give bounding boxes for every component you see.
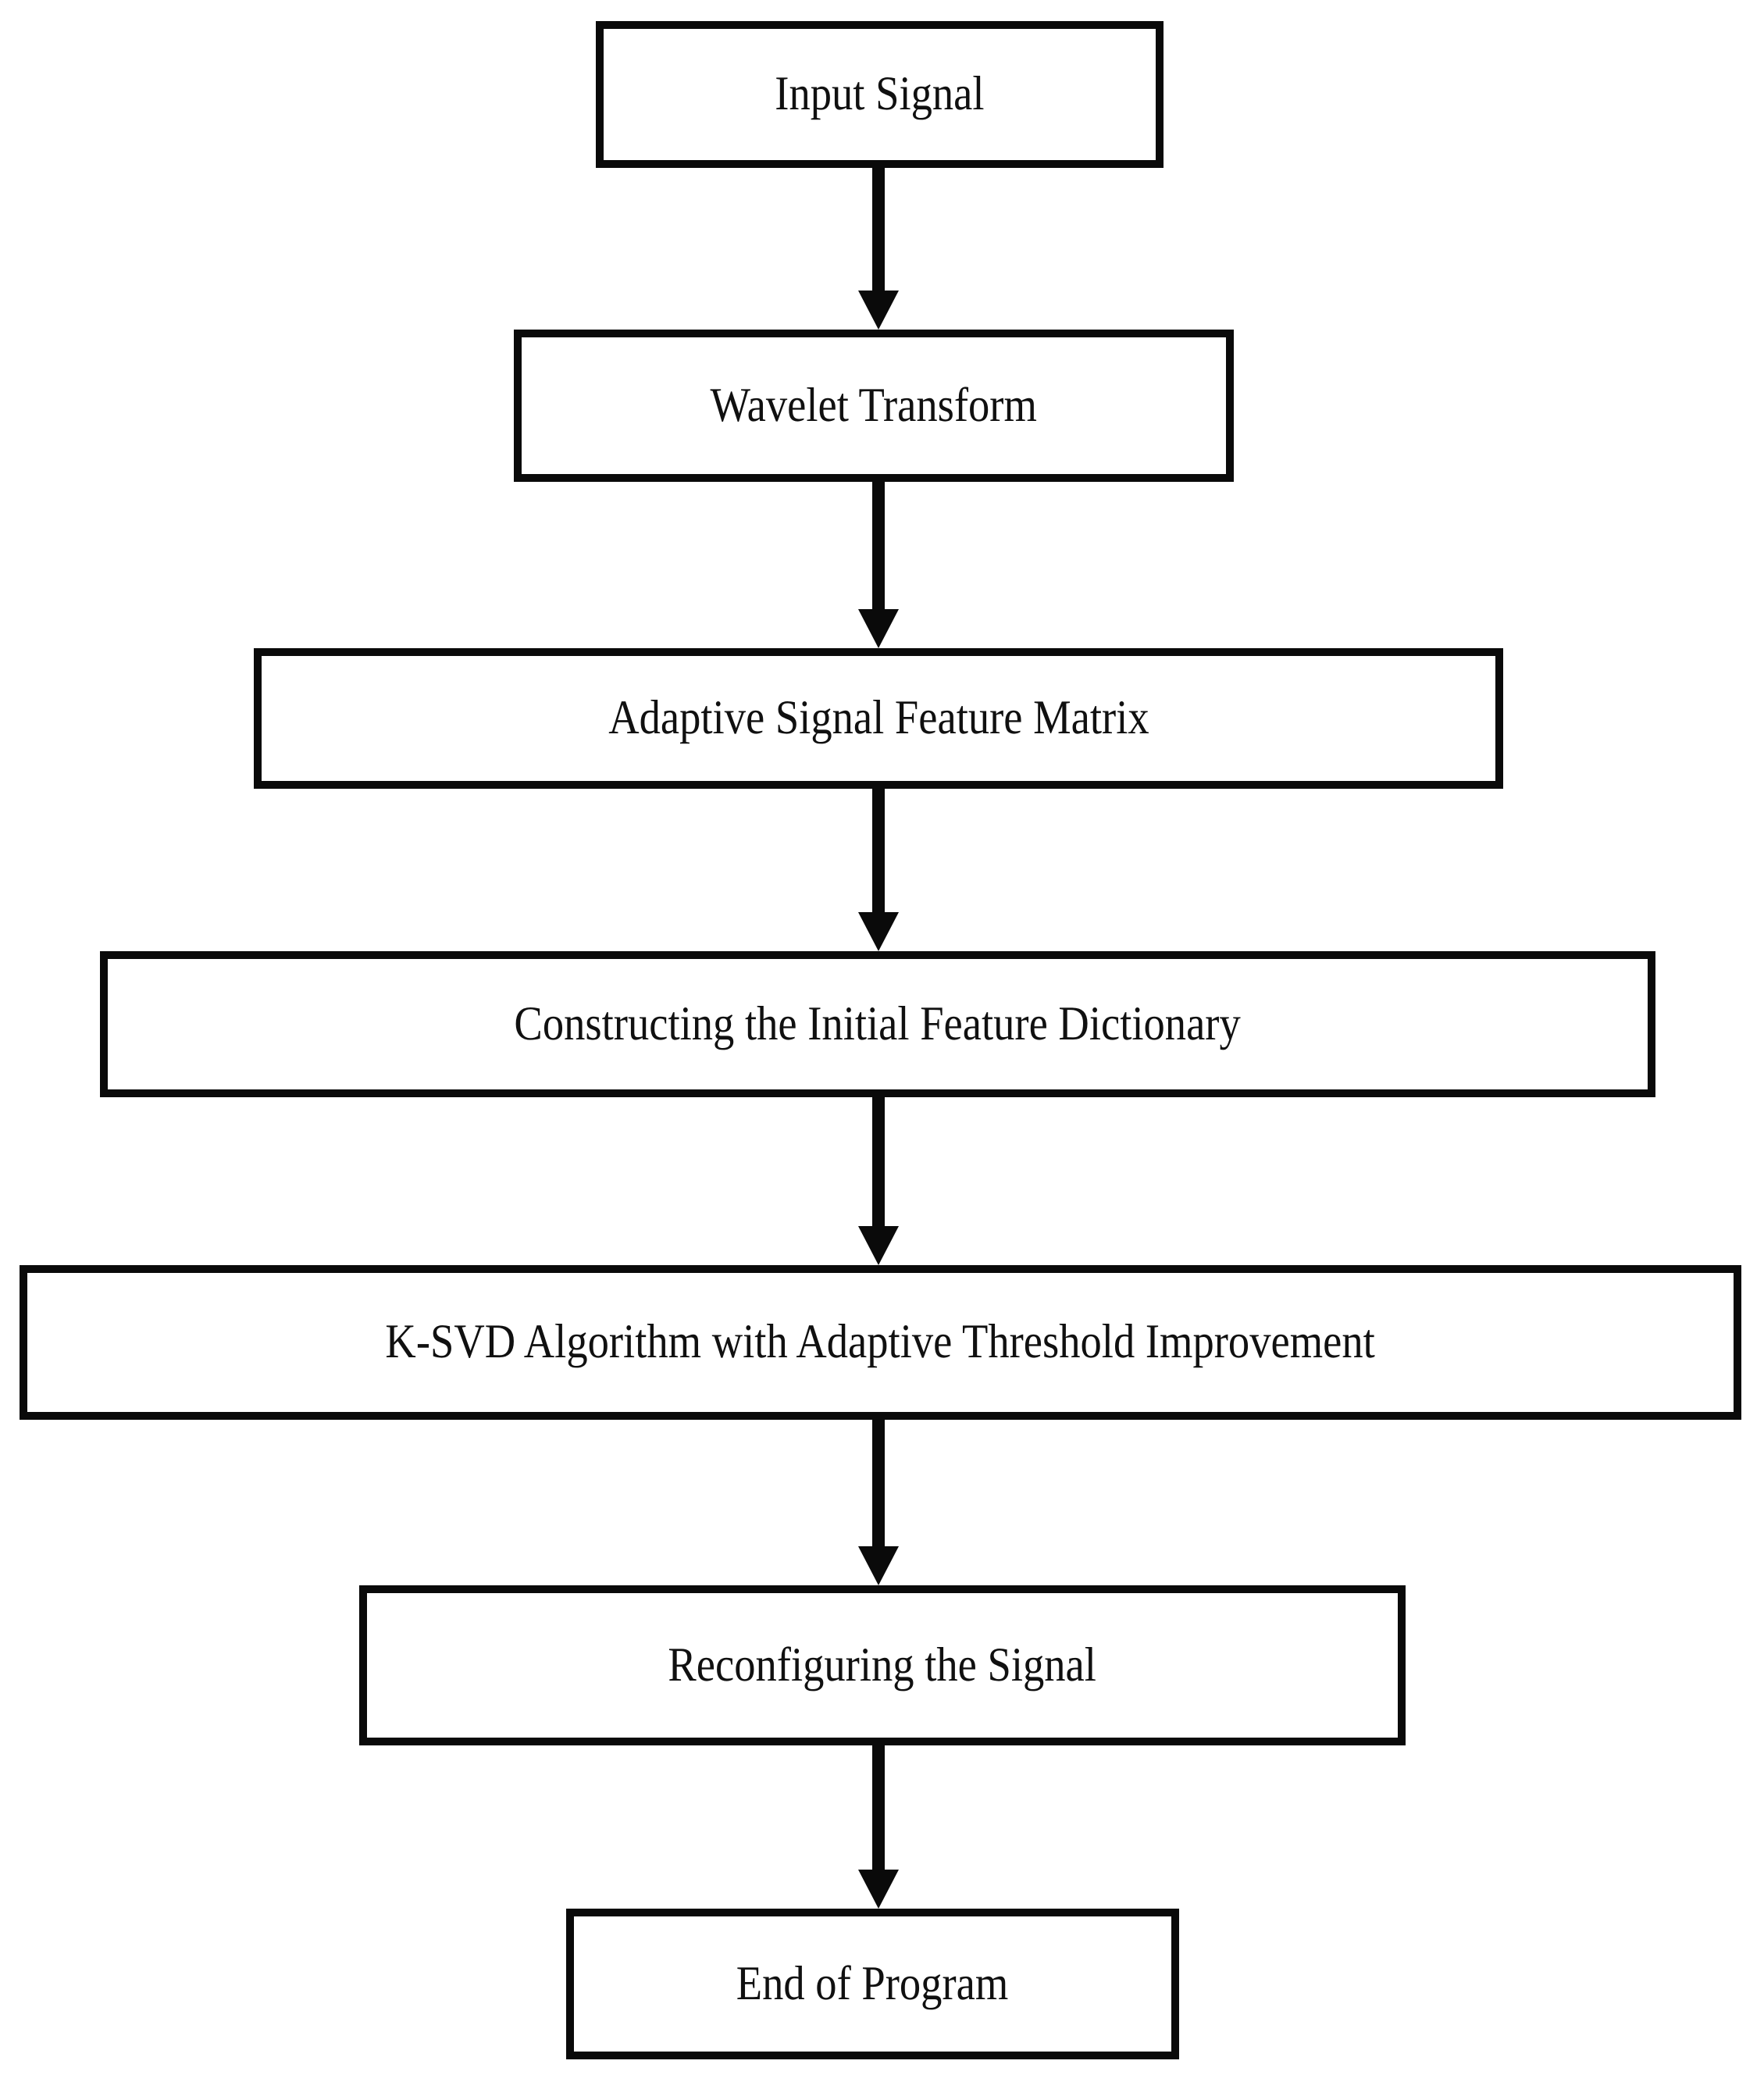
flow-node-label: Reconfiguring the Signal	[668, 1638, 1097, 1692]
flow-node-ksvd-algorithm[interactable]: K-SVD Algorithm with Adaptive Threshold …	[20, 1265, 1741, 1420]
arrow-wavelet-transform-to-feature-matrix	[858, 482, 899, 648]
arrow-input-signal-to-wavelet-transform	[858, 168, 899, 330]
arrow-ksvd-algorithm-to-reconfigure-signal	[858, 1420, 899, 1585]
flow-node-input-signal[interactable]: Input Signal	[596, 21, 1164, 168]
flow-node-label: Constructing the Initial Feature Diction…	[514, 996, 1242, 1050]
flow-node-label: Wavelet Transform	[710, 378, 1038, 432]
flow-node-label: K-SVD Algorithm with Adaptive Threshold …	[385, 1315, 1376, 1369]
flow-node-end-of-program[interactable]: End of Program	[566, 1909, 1179, 2059]
flow-node-label: Input Signal	[775, 67, 985, 121]
flow-node-wavelet-transform[interactable]: Wavelet Transform	[514, 330, 1234, 482]
arrow-reconfigure-signal-to-end-of-program	[858, 1745, 899, 1909]
flow-node-label: Adaptive Signal Feature Matrix	[608, 691, 1149, 745]
flow-node-label: End of Program	[736, 1956, 1009, 2010]
flow-node-feature-matrix[interactable]: Adaptive Signal Feature Matrix	[254, 648, 1503, 789]
arrow-feature-matrix-to-initial-dictionary	[858, 789, 899, 951]
arrow-initial-dictionary-to-ksvd-algorithm	[858, 1097, 899, 1265]
flow-node-initial-dictionary[interactable]: Constructing the Initial Feature Diction…	[100, 951, 1655, 1097]
flow-node-reconfigure-signal[interactable]: Reconfiguring the Signal	[359, 1585, 1406, 1745]
